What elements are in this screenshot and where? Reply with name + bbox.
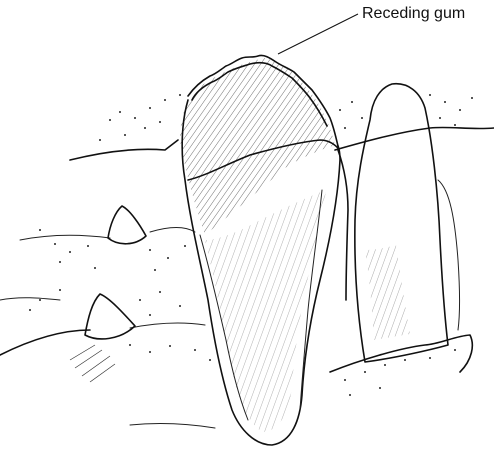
leader-line	[278, 14, 358, 54]
main-tooth	[180, 55, 340, 445]
right-tooth	[338, 84, 460, 362]
small-teeth	[70, 206, 146, 382]
lower-tooth-hatching	[70, 345, 115, 382]
receding-gum-label: Receding gum	[362, 6, 465, 22]
